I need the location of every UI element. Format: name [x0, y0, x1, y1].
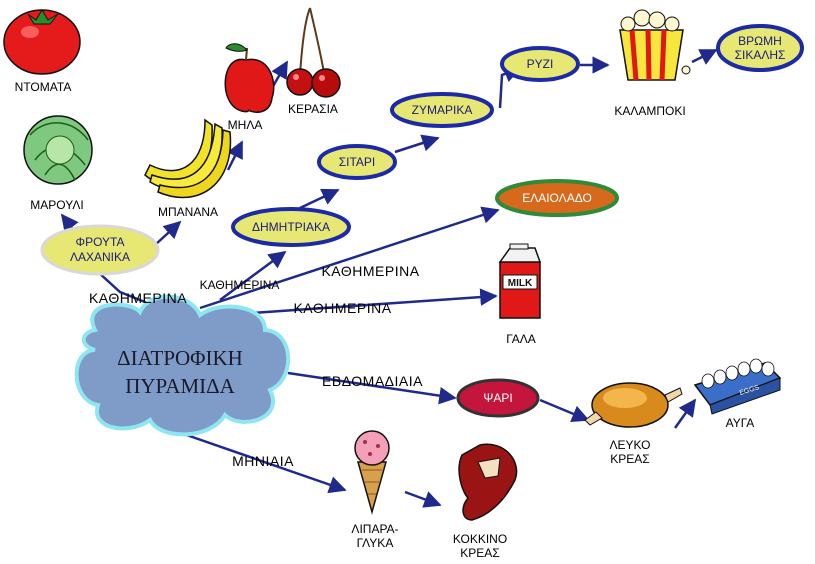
label-apple: ΜΗΛΑ [227, 118, 263, 132]
arrow-wheat-pasta [394, 134, 440, 154]
svg-text:ΣΙΤΑΡΙ: ΣΙΤΑΡΙ [339, 155, 376, 169]
node-rice: ΡΥΖΙ [500, 46, 580, 82]
svg-text:ΕΛΑΙΟΛΑΔΟ: ΕΛΑΙΟΛΑΔΟ [522, 191, 592, 205]
tomato-icon [3, 9, 81, 75]
node-cereals: ΔΗΜΗΤΡΙΑΚΑ [231, 207, 351, 247]
arrow-sweets-redmeat [404, 490, 442, 508]
node-rye-bread: ΒΡΩΜΗ ΣΙΚΑΛΗΣ [716, 24, 804, 72]
frequency-monthly: ΜΗΝΙΑΙΑ [232, 453, 294, 469]
label-red-meat-line1: ΚΟΚΚΙΝΟ [452, 532, 508, 546]
node-fruits-veg: ΦΡΟΥΤΑ ΛΑΧΑΝΙΚΑ [40, 224, 160, 276]
svg-text:ΔΗΜΗΤΡΙΑΚΑ: ΔΗΜΗΤΡΙΑΚΑ [252, 220, 330, 234]
label-milk: ΓΑΛΑ [506, 332, 536, 346]
chicken-icon [584, 382, 683, 428]
svg-text:ΛΑΧΑΝΙΚΑ: ΛΑΧΑΝΙΚΑ [70, 250, 130, 264]
frequency-daily-milk: ΚΑΘΗΜΕΡΙΝΑ [293, 300, 392, 316]
label-lettuce: ΜΑΡΟΥΛΙ [30, 198, 84, 212]
arrow-corn-rye [691, 48, 718, 65]
label-sweets: ΛΙΠΑΡΑ- ΓΛΥΚΑ [340, 522, 410, 550]
svg-text:ΒΡΩΜΗ: ΒΡΩΜΗ [738, 34, 782, 48]
arrow-fish-chicken [539, 398, 590, 423]
central-title-line2: ΠΥΡΑΜΙΔΑ [125, 374, 235, 398]
frequency-daily-olive: ΚΑΘΗΜΕΡΙΝΑ [321, 263, 420, 279]
label-white-meat-line2: ΚΡΕΑΣ [610, 452, 650, 466]
cherries-icon [286, 7, 341, 98]
node-pasta: ΖΥΜΑΡΙΚΑ [390, 92, 494, 128]
arrow-central-fish [287, 371, 457, 405]
milk-carton-icon: MILK [498, 243, 542, 319]
node-fish: ΨΑΡΙ [456, 378, 540, 418]
frequency-daily-left: ΚΑΘΗΜΕΡΙΝΑ [88, 290, 188, 306]
label-sweets-line2: ΓΛΥΚΑ [356, 536, 394, 550]
arrow-central-olive [199, 206, 500, 310]
label-banana: ΜΠΑΝΑΝΑ [157, 205, 218, 219]
arrow-fruits-banana [154, 220, 182, 246]
arrow-apple-cherries [270, 60, 289, 89]
svg-text:ΡΥΖΙ: ΡΥΖΙ [527, 57, 554, 71]
label-sweets-line1: ΛΙΠΑΡΑ- [351, 522, 399, 536]
banana-icon [144, 118, 232, 199]
arrow-banana-apple [226, 140, 244, 171]
central-cloud: ΔΙΑΤΡΟΦΙΚΗ ΠΥΡΑΜΙΔΑ [74, 294, 291, 437]
eggs-icon: EGGS [693, 358, 782, 415]
label-tomato: ΝΤΟΜΑΤΑ [14, 80, 72, 94]
label-corn: ΚΑΛΑΜΠΟΚΙ [614, 104, 686, 118]
ice-cream-icon [354, 430, 390, 515]
apple-icon [224, 43, 275, 113]
label-cherries: ΚΕΡΑΣΙΑ [288, 102, 338, 116]
milk-carton-text: MILK [508, 278, 533, 289]
label-red-meat: ΚΟΚΚΙΝΟ ΚΡΕΑΣ [440, 532, 520, 560]
popcorn-icon [619, 9, 691, 81]
arrow-chicken-eggs [673, 398, 697, 429]
arrow-central-sweets [177, 430, 347, 494]
node-olive-oil: ΕΛΑΙΟΛΑΔΟ [495, 179, 619, 217]
central-title-line1: ΔΙΑΤΡΟΦΙΚΗ [117, 346, 243, 370]
svg-text:ΖΥΜΑΡΙΚΑ: ΖΥΜΑΡΙΚΑ [412, 103, 473, 117]
label-white-meat: ΛΕΥΚΟ ΚΡΕΑΣ [600, 438, 660, 466]
label-red-meat-line2: ΚΡΕΑΣ [460, 546, 500, 560]
svg-text:ΨΑΡΙ: ΨΑΡΙ [483, 391, 512, 405]
frequency-weekly: ΕΒΔΟΜΑΔΙΑΙΑ [322, 373, 423, 389]
svg-text:ΣΙΚΑΛΗΣ: ΣΙΚΑΛΗΣ [735, 48, 786, 62]
svg-text:ΦΡΟΥΤΑ: ΦΡΟΥΤΑ [76, 235, 125, 249]
frequency-daily-cereals: ΚΑΘΗΜΕΡΙΝΑ [199, 278, 280, 292]
arrow-central-cereals [219, 250, 287, 302]
label-white-meat-line1: ΛΕΥΚΟ [609, 438, 651, 452]
lettuce-icon [23, 115, 93, 185]
arrow-cereals-wheat [299, 188, 340, 210]
node-wheat: ΣΙΤΑΡΙ [317, 144, 397, 180]
label-eggs: ΑΥΓΑ [725, 416, 755, 430]
steak-icon [458, 443, 518, 521]
